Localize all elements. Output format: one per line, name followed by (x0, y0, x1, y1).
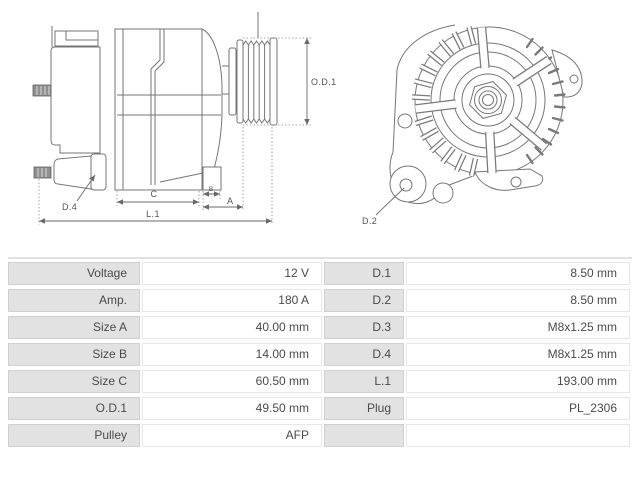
spec-row-sizec-l1: Size C 60.50 mm L.1 193.00 mm (8, 370, 632, 393)
spec-value-size-b: 14.00 mm (142, 343, 322, 366)
spec-value-pulley: AFP (142, 424, 322, 447)
c-label: C (151, 189, 158, 199)
spec-label-size-b: Size B (8, 343, 140, 366)
spec-label-size-c: Size C (8, 370, 140, 393)
spec-label-d4: D.4 (324, 343, 404, 366)
l1-label: L.1 (146, 209, 160, 219)
technical-drawings: O.D.1 C B A L.1 (32, 12, 583, 226)
spec-value-l1: 193.00 mm (406, 370, 630, 393)
spec-row-sizea-d3: Size A 40.00 mm D.3 M8x1.25 mm (8, 316, 632, 339)
vent-slots-upper (411, 26, 477, 101)
od1-label: O.D.1 (311, 77, 337, 87)
spec-row-voltage-d1: Voltage 12 V D.1 8.50 mm (8, 262, 632, 285)
spec-value-empty (406, 424, 630, 447)
callout-d2: D.2 (362, 187, 405, 226)
spec-value-d1: 8.50 mm (406, 262, 630, 285)
spec-value-voltage: 12 V (142, 262, 322, 285)
b-label: B (209, 186, 213, 193)
spec-value-d3: M8x1.25 mm (406, 316, 630, 339)
spec-value-plug: PL_2306 (406, 397, 630, 420)
alternator-side-view-diagram: O.D.1 C B A L.1 (32, 12, 337, 225)
spec-row-sizeb-d4: Size B 14.00 mm D.4 M8x1.25 mm (8, 343, 632, 366)
a-label: A (227, 196, 233, 206)
spec-value-d4: M8x1.25 mm (406, 343, 630, 366)
spec-value-size-c: 60.50 mm (142, 370, 322, 393)
spec-label-voltage: Voltage (8, 262, 140, 285)
spec-label-pulley: Pulley (8, 424, 140, 447)
dimension-a: A (203, 127, 244, 210)
spec-row-pulley-empty: Pulley AFP (8, 424, 632, 447)
spec-label-empty (324, 424, 404, 447)
spec-label-amp: Amp. (8, 289, 140, 312)
d2-label: D.2 (362, 216, 377, 226)
spec-label-size-a: Size A (8, 316, 140, 339)
spec-label-d1: D.1 (324, 262, 404, 285)
dimension-od1: O.D.1 (243, 37, 337, 126)
dimension-b: B (202, 186, 221, 210)
spec-label-d2: D.2 (324, 289, 404, 312)
fan-spokes (414, 27, 552, 174)
spec-value-d2: 8.50 mm (406, 289, 630, 312)
spec-label-od1: O.D.1 (8, 397, 140, 420)
spec-value-amp: 180 A (142, 289, 322, 312)
dimension-c: C (116, 189, 200, 206)
spec-row-od1-plug: O.D.1 49.50 mm Plug PL_2306 (8, 397, 632, 420)
spec-label-l1: L.1 (324, 370, 404, 393)
spec-label-plug: Plug (324, 397, 404, 420)
spec-row-amp-d2: Amp. 180 A D.2 8.50 mm (8, 289, 632, 312)
callout-d4: D.4 (62, 174, 96, 212)
spec-value-size-a: 40.00 mm (142, 316, 322, 339)
d4-label: D.4 (62, 202, 77, 212)
spec-table: Voltage 12 V D.1 8.50 mm Amp. 180 A D.2 … (8, 257, 632, 447)
vent-slots-lower (414, 115, 479, 177)
spec-label-d3: D.3 (324, 316, 404, 339)
alternator-front-view-diagram: D.2 (362, 24, 583, 226)
dimension-l1: L.1 (38, 127, 273, 225)
spec-value-od1: 49.50 mm (142, 397, 322, 420)
